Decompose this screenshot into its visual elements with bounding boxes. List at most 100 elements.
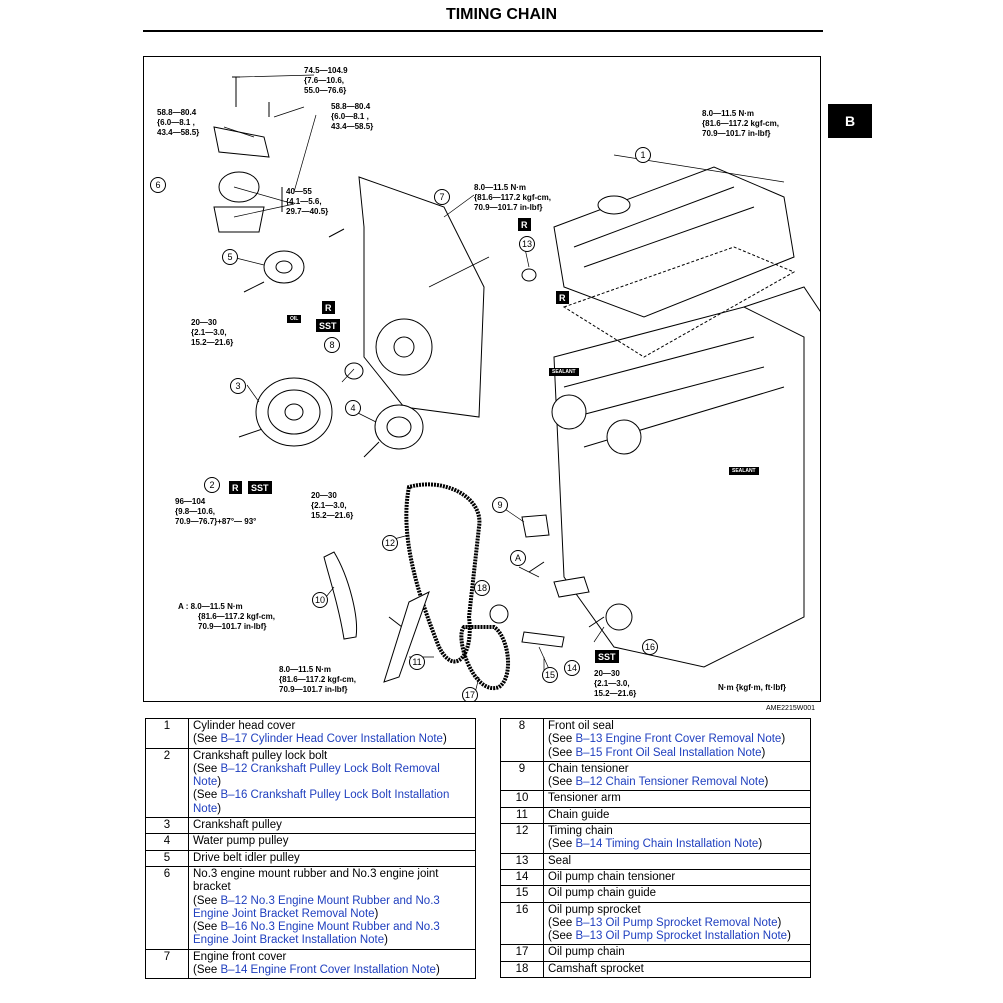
see-suffix: ) — [777, 916, 782, 929]
see-suffix: ) — [374, 907, 379, 920]
part-number: 17 — [500, 944, 544, 962]
part-name: Oil pump chain — [548, 946, 625, 959]
reference-link[interactable]: B–17 Cylinder Head Cover Installation No… — [220, 733, 443, 746]
part-number: 15 — [500, 885, 544, 903]
parts-row: 4 Water pump pulley — [145, 833, 476, 851]
parts-row: 10 Tensioner arm — [500, 790, 811, 808]
reference-link[interactable]: B–13 Oil Pump Sprocket Installation Note — [575, 930, 788, 943]
front-oil-seal — [344, 362, 364, 380]
reference-link[interactable]: B–14 Timing Chain Installation Note — [575, 838, 759, 851]
tag-replace-r-3: R — [518, 218, 531, 231]
oil-can-icon: OIL — [287, 315, 302, 323]
section-tab[interactable]: B — [828, 104, 872, 138]
see-suffix: ) — [217, 802, 222, 815]
exploded-view-diagram: 74.5—104.9{7.6—10.6,55.0—76.6} 58.8—80.4… — [143, 56, 821, 702]
callout-a: A — [510, 550, 526, 566]
callout-5: 5 — [222, 249, 238, 265]
callout-3: 3 — [230, 378, 246, 394]
part-name: No.3 engine mount rubber and No.3 engine… — [193, 867, 439, 894]
part-number: 4 — [145, 833, 189, 851]
oil-pump-chain-guide — [521, 631, 565, 648]
reference-link[interactable]: B–16 No.3 Engine Mount Rubber and No.3 E… — [193, 921, 440, 947]
timing-chain — [404, 482, 482, 664]
part-number: 16 — [500, 901, 544, 946]
part-number: 18 — [500, 960, 544, 979]
callout-9: 9 — [492, 497, 508, 513]
crankshaft-pulley — [255, 377, 333, 447]
part-number: 9 — [500, 760, 544, 792]
tag-sst-2: SST — [248, 481, 272, 494]
see-prefix: (See — [193, 789, 221, 802]
see-suffix: ) — [787, 930, 791, 943]
part-description: Seal — [543, 852, 811, 870]
part-number: 14 — [500, 868, 544, 887]
part-number: 1 — [145, 718, 189, 749]
callout-1: 1 — [635, 147, 651, 163]
see-reference: (See B–15 Front Oil Seal Installation No… — [548, 747, 806, 760]
torque-spec-chain-guide: 8.0—11.5 N·m{81.6—117.2 kgf-cm,70.9—101.… — [279, 665, 356, 694]
reference-link[interactable]: B–12 Chain Tensioner Removal Note — [575, 776, 765, 789]
part-description: Chain guide — [543, 806, 811, 825]
torque-spec-oil-pump-sprocket: 20—30{2.1—3.0,15.2—21.6} — [594, 669, 637, 698]
see-reference: (See B–13 Engine Front Cover Removal Not… — [548, 733, 806, 746]
torque-spec-water-pump-pulley: 20—30{2.1—3.0,15.2—21.6} — [311, 491, 354, 520]
engine-mount-rubber — [218, 171, 260, 203]
part-description: Oil pump chain tensioner — [543, 868, 811, 887]
part-number: 12 — [500, 823, 544, 854]
sealant-label-1: SEALANT — [549, 368, 579, 376]
engine-joint-bracket — [213, 126, 270, 158]
figure-code: AME2215W001 — [766, 705, 816, 712]
reference-link[interactable]: B–12 Crankshaft Pulley Lock Bolt Removal… — [193, 762, 440, 789]
reference-link[interactable]: B–13 Oil Pump Sprocket Removal Note — [575, 916, 778, 929]
see-prefix: (See — [548, 916, 576, 929]
reference-link[interactable]: B–16 Crankshaft Pulley Lock Bolt Install… — [193, 789, 450, 815]
reference-link[interactable]: B–12 No.3 Engine Mount Rubber and No.3 E… — [193, 894, 440, 920]
part-description: Crankshaft pulley — [188, 817, 476, 835]
see-reference: (See B–13 Oil Pump Sprocket Installation… — [548, 930, 806, 943]
camshaft-sprocket-exhaust — [606, 419, 642, 455]
see-prefix: (See — [193, 894, 221, 907]
part-name: Tensioner arm — [548, 792, 621, 805]
see-prefix: (See — [548, 838, 576, 851]
part-name: Drive belt idler pulley — [193, 851, 300, 864]
engine-block — [553, 306, 805, 668]
torque-spec-mount-bolt: 74.5—104.9{7.6—10.6,55.0—76.6} — [304, 66, 348, 95]
callout-14: 14 — [564, 660, 580, 676]
part-description: Crankshaft pulley lock bolt(See B–12 Cra… — [188, 747, 476, 819]
tag-replace-r-1: R — [322, 301, 335, 314]
torque-spec-bracket-left: 58.8—80.4{6.0—8.1 ,43.4—58.5} — [157, 108, 200, 137]
page-title: TIMING CHAIN — [445, 6, 558, 23]
seal-13 — [521, 268, 537, 282]
callout-16: 16 — [642, 639, 658, 655]
cylinder-head-cover — [553, 166, 795, 318]
see-reference: (See B–16 No.3 Engine Mount Rubber and N… — [193, 921, 471, 948]
callout-2: 2 — [204, 477, 220, 493]
part-number: 8 — [500, 718, 544, 762]
see-reference: (See B–13 Oil Pump Sprocket Removal Note… — [548, 917, 806, 930]
reference-link[interactable]: B–15 Front Oil Seal Installation Note — [575, 746, 762, 759]
see-prefix: (See — [548, 746, 576, 759]
part-name: Front oil seal — [548, 720, 614, 732]
callout-13: 13 — [519, 236, 535, 252]
water-pump-pulley — [374, 404, 424, 450]
callout-17: 17 — [462, 687, 478, 701]
part-description: Timing chain(See B–14 Timing Chain Insta… — [543, 823, 811, 854]
reference-link[interactable]: B–14 Engine Front Cover Installation Not… — [220, 964, 436, 977]
bolts — [232, 76, 605, 628]
part-description: Tensioner arm — [543, 790, 811, 808]
part-name: Water pump pulley — [193, 835, 289, 848]
see-reference: (See B–12 No.3 Engine Mount Rubber and N… — [193, 895, 471, 922]
part-name: Engine front cover — [193, 950, 287, 963]
reference-link[interactable]: B–13 Engine Front Cover Removal Note — [575, 733, 782, 746]
part-name: Chain guide — [548, 808, 610, 821]
torque-spec-head-cover: 8.0—11.5 N·m{81.6—117.2 kgf-cm,70.9—101.… — [702, 109, 779, 138]
see-reference: (See B–12 Crankshaft Pulley Lock Bolt Re… — [193, 763, 471, 790]
see-reference: (See B–17 Cylinder Head Cover Installati… — [193, 733, 471, 746]
